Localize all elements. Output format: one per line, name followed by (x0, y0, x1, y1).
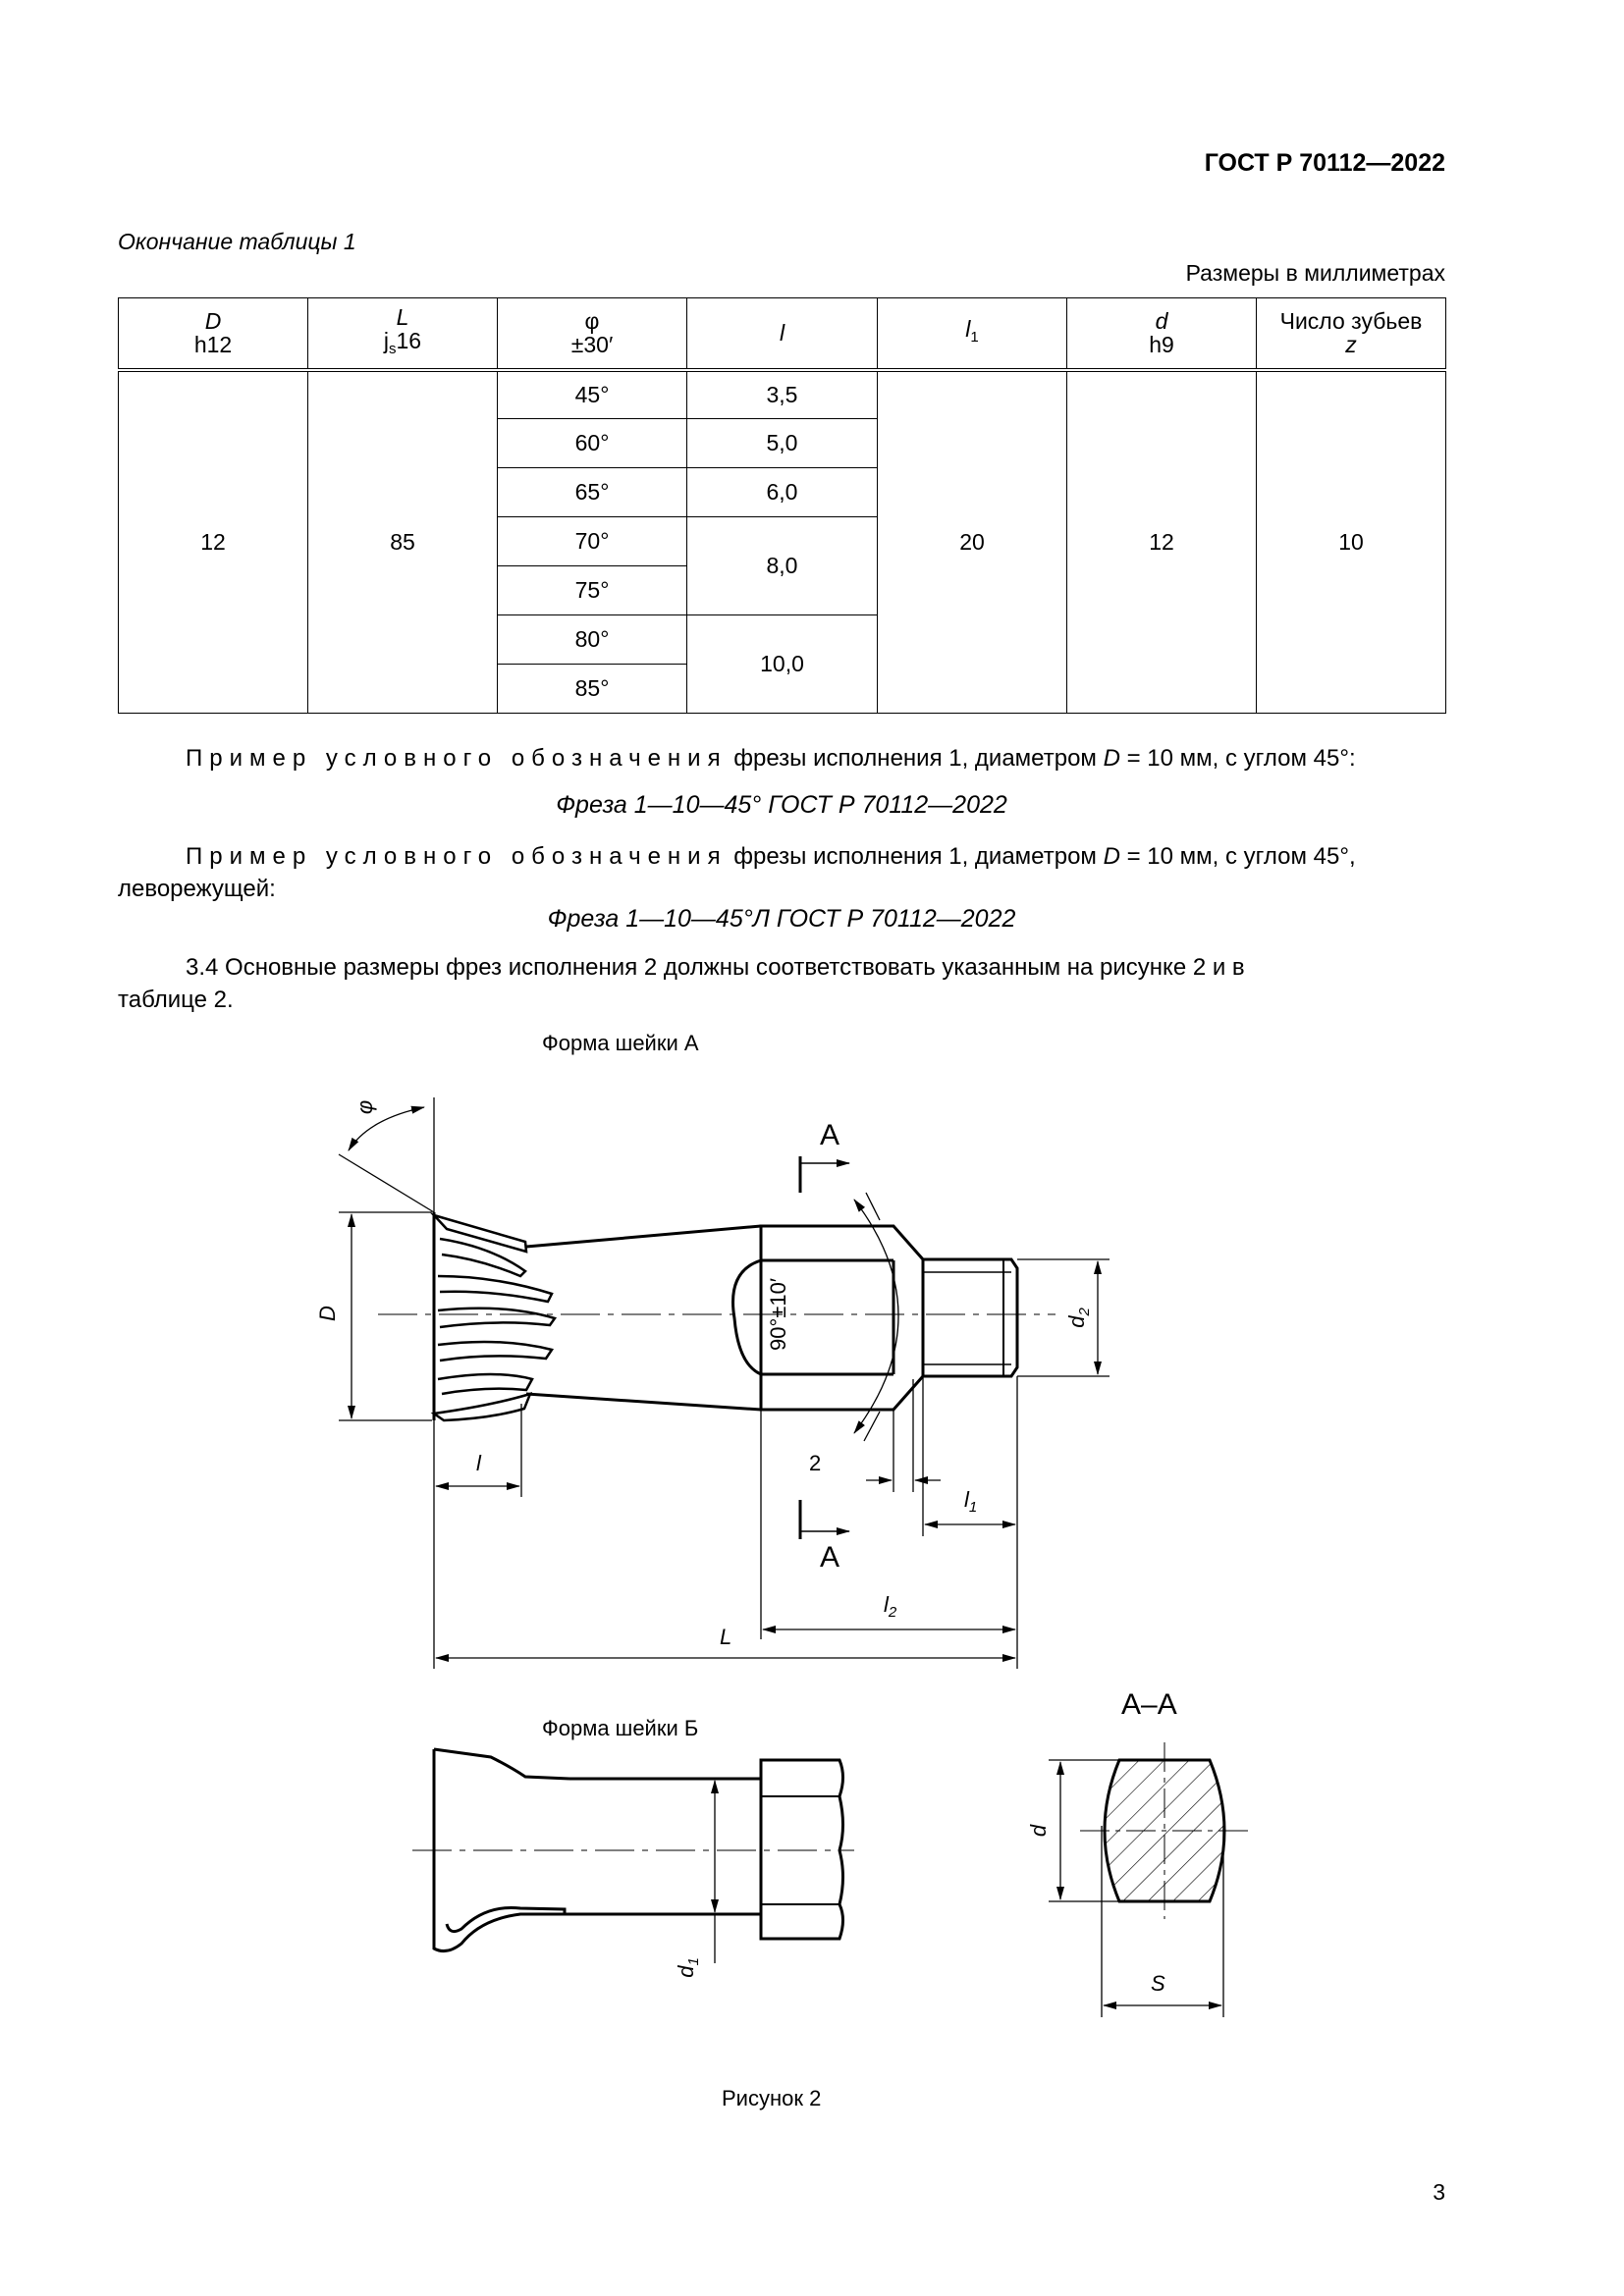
view-a (338, 1097, 1110, 1669)
label-d: d (1026, 1824, 1052, 1838)
col-header-phi: φ±30′ (497, 297, 687, 372)
cell-z: 10 (1256, 369, 1446, 714)
cell-phi: 80° (497, 614, 687, 665)
label-d1: d1 (673, 1957, 702, 1978)
example-paragraph-1: Пример условного обозначения фрезы испол… (186, 745, 1356, 772)
page-number: 3 (1433, 2179, 1445, 2205)
label-D: D (314, 1306, 340, 1321)
table-row: 65° 6,0 (119, 467, 1446, 517)
label-phi: φ (352, 1099, 378, 1115)
table-row: 75° (119, 565, 1446, 615)
cell-phi: 60° (497, 418, 687, 468)
section-mark-top: А (820, 1119, 840, 1151)
cell-phi: 70° (497, 516, 687, 566)
table-row: 85° (119, 664, 1446, 714)
clause-3-4: 3.4 Основные размеры фрез исполнения 2 д… (186, 954, 1245, 981)
example-paragraph-2-line2: леворежущей: (118, 876, 276, 902)
figure-title-form-a: Форма шейки А (542, 1031, 699, 1055)
label-angle: 90°±10′ (765, 1278, 790, 1351)
cell-phi: 65° (497, 467, 687, 517)
figure-title-form-b: Форма шейки Б (542, 1716, 699, 1740)
table-row: 80° 10,0 (119, 614, 1446, 714)
label-d2: d2 (1063, 1308, 1093, 1328)
cell-phi: 75° (497, 565, 687, 615)
cell-l: 10,0 (686, 614, 878, 714)
cell-l: 3,5 (686, 369, 878, 419)
cell-l: 6,0 (686, 467, 878, 517)
section-mark-bottom: А (820, 1541, 840, 1574)
cell-l: 8,0 (686, 516, 878, 615)
cell-phi: 45° (497, 369, 687, 419)
col-header-l: l (686, 297, 878, 372)
table-row: 70° 8,0 (119, 516, 1446, 615)
cell-d: 12 (1066, 369, 1257, 714)
label-S: S (1151, 1971, 1165, 1996)
figure-caption: Рисунок 2 (722, 2086, 822, 2110)
label-l: l (476, 1451, 481, 1475)
label-two: 2 (809, 1451, 822, 1475)
section-a-a (1049, 1742, 1252, 2017)
designation-2: Фреза 1—10—45°Л ГОСТ Р 70112—2022 (547, 905, 1016, 933)
cell-D: 12 (118, 369, 308, 714)
section-title: А–А (1121, 1688, 1177, 1721)
document-header: ГОСТ Р 70112—2022 (1204, 149, 1445, 177)
table-row: 12 85 45° 3,5 20 12 10 (118, 369, 1446, 714)
cell-L: 85 (307, 369, 498, 714)
example-paragraph-2: Пример условного обозначения фрезы испол… (186, 843, 1356, 870)
label-l2: l2 (884, 1592, 897, 1621)
designation-1: Фреза 1—10—45° ГОСТ Р 70112—2022 (556, 791, 1007, 819)
cell-l1: 20 (877, 369, 1067, 714)
clause-3-4-line2: таблице 2. (118, 987, 234, 1013)
label-L: L (720, 1625, 732, 1649)
col-header-l1: l1 (877, 297, 1067, 372)
units-note: Размеры в миллиметрах (1185, 260, 1445, 286)
label-l1: l1 (964, 1487, 978, 1516)
cell-phi: 85° (497, 664, 687, 714)
view-b (412, 1747, 854, 1963)
table-caption: Окончание таблицы 1 (118, 229, 356, 254)
